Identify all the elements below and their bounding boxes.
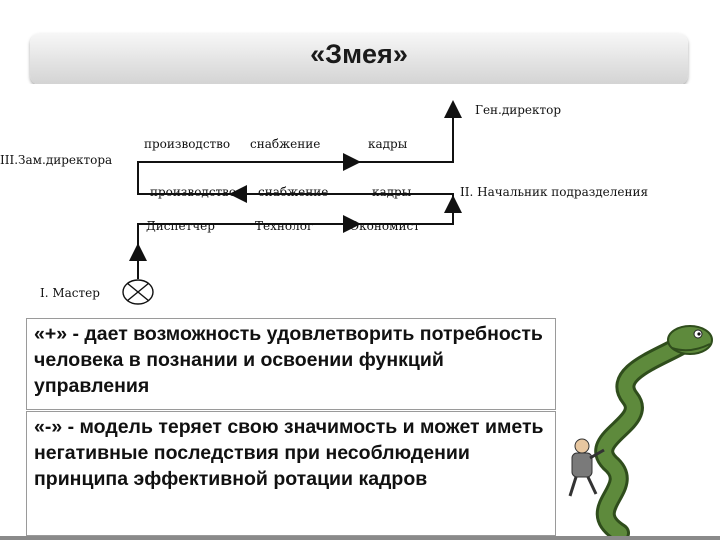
master-symbol [122,279,154,305]
gen-director-label: Ген.директор [475,103,561,117]
level1-label: I. Мастер [40,286,100,300]
climbing-man-icon [568,438,605,497]
pros-box: «+» - дает возможность удовлетворить пот… [26,318,556,410]
level2-label: II. Начальник подразделения [460,185,648,199]
title-bar: «Змея» [30,33,688,85]
footer-line [0,536,720,540]
low-dispatcher: Диспетчер [146,219,215,233]
low-economist: Экономист [350,219,420,233]
mid-production: производство [150,185,236,199]
career-snake-diagram: Ген.директор III.Зам.директора II. Начал… [0,84,720,316]
top-supply: снабжение [250,137,320,151]
pros-text: «+» - дает возможность удовлетворить пот… [34,323,543,397]
top-hr: кадры [368,137,408,151]
level3-label: III.Зам.директора [0,153,112,167]
snake-climbing-figure-icon [560,318,720,543]
low-technologist: Технолог [255,219,313,233]
mid-supply: снабжение [258,185,328,199]
mid-hr: кадры [372,185,412,199]
slide-title: «Змея» [310,39,408,69]
cons-text: «-» - модель теряет свою значимость и мо… [34,416,544,490]
diagram-svg: Ген.директор III.Зам.директора II. Начал… [0,100,648,305]
path-master-up [137,100,462,279]
top-production: производство [144,137,230,151]
cons-box: «-» - модель теряет свою значимость и мо… [26,411,556,536]
